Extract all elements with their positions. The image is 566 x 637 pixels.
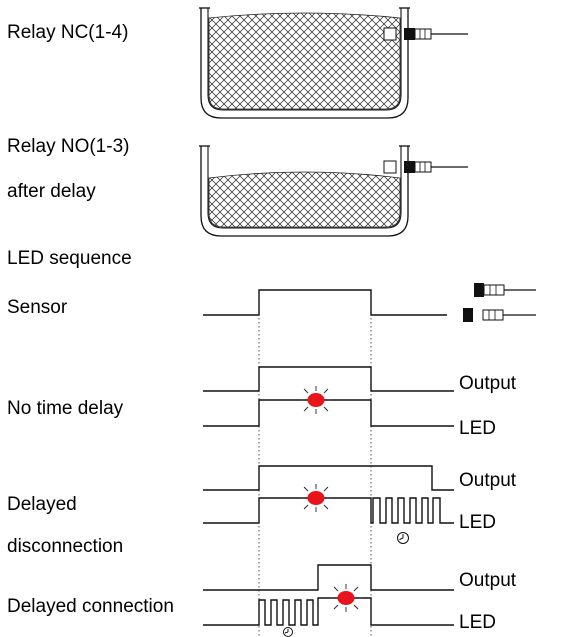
- disconnection-label: disconnection: [7, 536, 124, 557]
- led-label-2: LED: [459, 512, 496, 533]
- led-sequence-label: LED sequence: [7, 248, 132, 269]
- sensor-probe-icon: [463, 308, 536, 322]
- relay-nc-label: Relay NC(1-4): [7, 22, 129, 43]
- led-waveform: [203, 399, 454, 427]
- sensor-probe-icon: [383, 160, 468, 174]
- clock-icon: [397, 532, 409, 544]
- after-delay-label: after delay: [7, 181, 96, 202]
- led-lit-icon: [330, 584, 362, 612]
- led-label-3: LED: [459, 612, 496, 633]
- sensor-probe-icon: [383, 27, 468, 41]
- output-waveform: [203, 366, 454, 392]
- led-waveform: [203, 497, 454, 524]
- relay-no-label: Relay NO(1-3): [7, 136, 130, 157]
- led-lit-icon: [300, 484, 332, 512]
- led-lit-icon: [300, 386, 332, 414]
- sensor-label: Sensor: [7, 297, 68, 318]
- output-waveform: [203, 564, 454, 591]
- tank-full-icon: [199, 7, 410, 119]
- no-time-delay-label: No time delay: [7, 398, 124, 419]
- output-label-1: Output: [459, 373, 517, 394]
- output-waveform: [203, 465, 454, 491]
- sensor-probe-icon: [474, 283, 536, 297]
- delayed-label: Delayed: [7, 494, 77, 515]
- led-waveform: [203, 597, 454, 626]
- output-label-3: Output: [459, 570, 517, 591]
- output-label-2: Output: [459, 470, 517, 491]
- sensor-waveform: [203, 289, 447, 316]
- delayed-connection-label: Delayed connection: [7, 596, 174, 617]
- led-label-1: LED: [459, 418, 496, 439]
- clock-icon: [283, 627, 293, 637]
- tank-partial-icon: [199, 145, 410, 237]
